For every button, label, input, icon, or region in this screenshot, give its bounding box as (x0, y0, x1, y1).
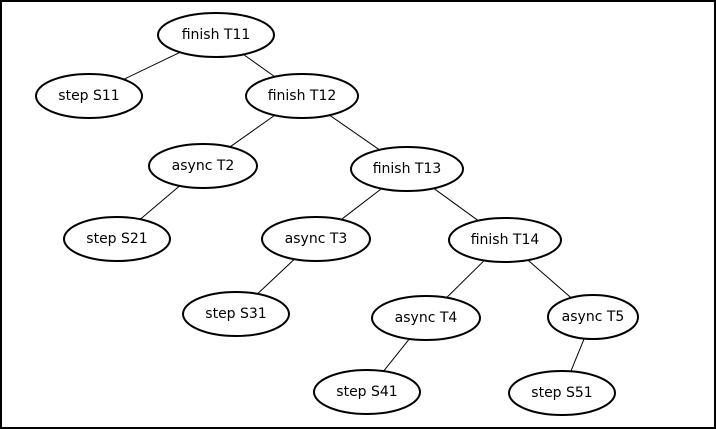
edge-n4-n5 (139, 185, 180, 220)
node-label: finish T11 (182, 27, 251, 43)
node-ellipse (261, 216, 371, 262)
tree-node: async T4 (371, 295, 481, 341)
node-label: async T4 (395, 310, 458, 326)
tree-node: finish T13 (350, 146, 464, 192)
tree-node: step S11 (35, 73, 143, 119)
node-label: step S51 (531, 385, 592, 401)
node-ellipse (508, 370, 616, 416)
edge-n9-n12 (527, 259, 572, 299)
edge-n10-n11 (383, 338, 410, 372)
node-ellipse (547, 294, 639, 340)
edge-n3-n6 (329, 114, 380, 151)
node-label: step S21 (86, 231, 147, 247)
node-label: async T2 (172, 158, 235, 174)
node-ellipse (245, 73, 359, 119)
node-ellipse (313, 369, 421, 415)
edges-layer (123, 51, 585, 372)
node-ellipse (182, 291, 290, 337)
node-label: finish T13 (373, 161, 442, 177)
node-label: async T3 (285, 231, 348, 247)
node-label: async T5 (562, 309, 625, 325)
node-ellipse (371, 295, 481, 341)
node-label: step S11 (58, 88, 119, 104)
node-ellipse (35, 73, 143, 119)
node-ellipse (63, 216, 171, 262)
node-label: step S31 (205, 306, 266, 322)
edge-n1-n3 (243, 53, 276, 78)
tree-node: finish T12 (245, 73, 359, 119)
node-label: finish T14 (471, 232, 540, 248)
node-ellipse (350, 146, 464, 192)
tree-node: step S41 (313, 369, 421, 415)
tree-node: async T5 (547, 294, 639, 340)
edge-n9-n10 (446, 260, 485, 299)
edge-n3-n4 (229, 114, 276, 148)
node-label: finish T12 (268, 88, 337, 104)
tree-node: async T3 (261, 216, 371, 262)
nodes-layer: finish T11 step S11 finish T12 async T2 step… (35, 12, 639, 416)
node-ellipse (148, 143, 258, 189)
tree-node: step S51 (508, 370, 616, 416)
tree-node: async T2 (148, 143, 258, 189)
node-ellipse (448, 217, 562, 263)
edge-n7-n8 (257, 258, 295, 295)
tree-node: finish T14 (448, 217, 562, 263)
node-label: step S41 (336, 384, 397, 400)
tree-node: step S31 (182, 291, 290, 337)
tree-node: finish T11 (157, 12, 275, 58)
edge-n6-n7 (340, 188, 382, 220)
edge-n12-n13 (570, 338, 585, 372)
tree-node: step S21 (63, 216, 171, 262)
edge-n6-n9 (433, 187, 479, 222)
node-ellipse (157, 12, 275, 58)
edge-n1-n2 (123, 51, 181, 80)
